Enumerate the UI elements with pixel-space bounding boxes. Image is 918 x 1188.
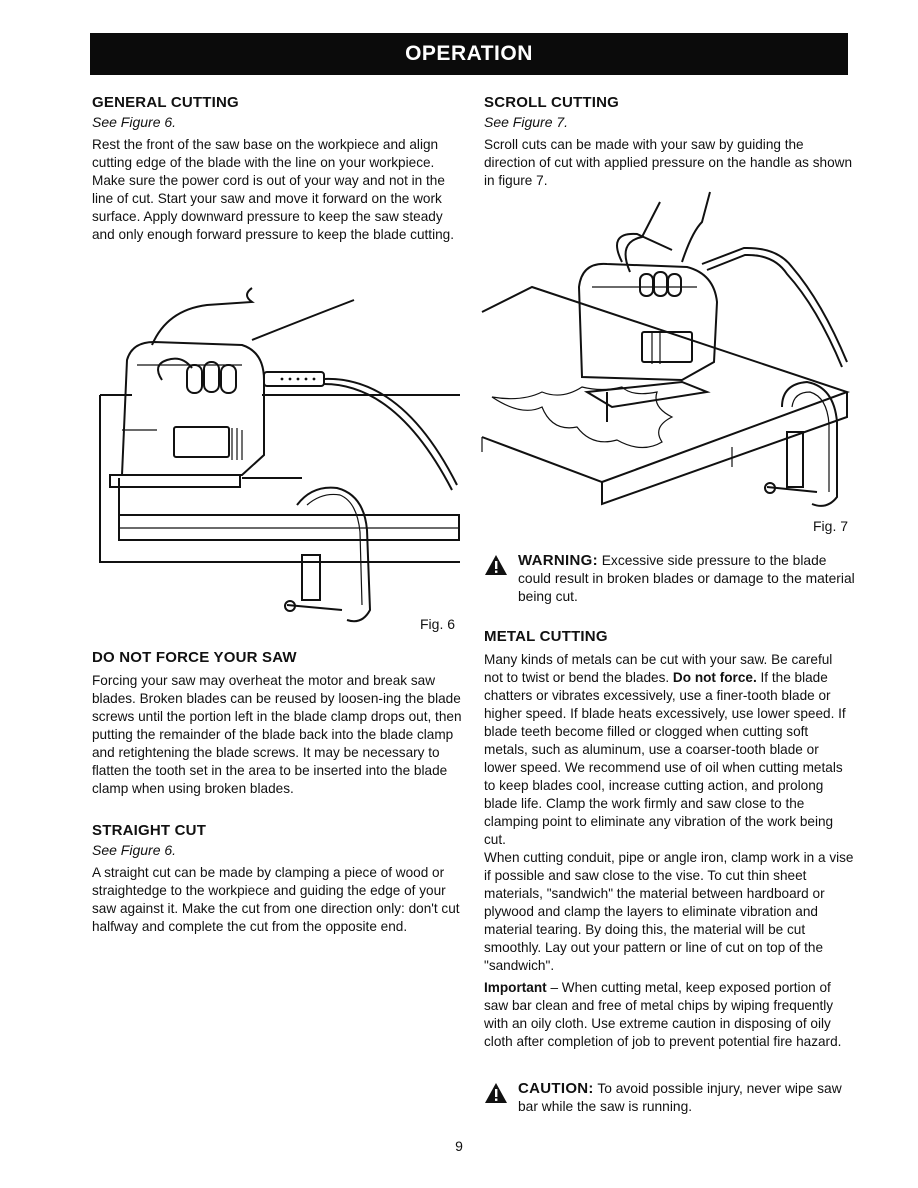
metal-cutting-paragraph-1: Many kinds of metals can be cut with you… — [484, 652, 846, 847]
warning-text: Excessive side pressure to the blade cou… — [518, 553, 855, 604]
straight-cut-body: A straight cut can be made by clamping a… — [92, 865, 460, 934]
force-body: Forcing your saw may overheat the motor … — [92, 673, 462, 796]
general-cutting-see-figure: See Figure 6. — [92, 114, 177, 130]
metal-cutting-paragraph-2: When cutting conduit, pipe or angle iron… — [484, 850, 854, 973]
general-cutting-body: Rest the front of the saw base on the wo… — [92, 137, 454, 242]
warning-label: WARNING: — [518, 552, 598, 569]
force-section: DO NOT FORCE YOUR SAW Forcing your saw m… — [92, 649, 462, 798]
caution-text: To avoid possible injury, never wipe saw… — [518, 1081, 842, 1114]
scroll-cutting-section: SCROLL CUTTING See Figure 7. Scroll cuts… — [484, 94, 854, 190]
section-header: OPERATION — [90, 33, 848, 75]
metal-cutting-section: METAL CUTTING Many kinds of metals can b… — [484, 628, 854, 1051]
caution-label: CAUTION: — [518, 1080, 594, 1097]
figure-6-illustration — [99, 287, 460, 623]
straight-cut-see-figure: See Figure 6. — [92, 842, 177, 858]
scroll-cutting-body: Scroll cuts can be made with your saw by… — [484, 137, 853, 188]
warning-triangle-icon — [485, 555, 507, 575]
figure-6-label: Fig. 6 — [420, 616, 456, 632]
scroll-cutting-heading: SCROLL CUTTING — [484, 94, 620, 111]
page-number: 9 — [455, 1138, 463, 1154]
caution-callout: CAUTION: To avoid possible injury, never… — [484, 1080, 856, 1116]
force-heading: DO NOT FORCE YOUR SAW — [92, 649, 297, 666]
metal-cutting-heading: METAL CUTTING — [484, 628, 608, 645]
caution-triangle-icon — [485, 1083, 507, 1103]
metal-cutting-important: Important – When cutting metal, keep exp… — [484, 980, 842, 1049]
figure-7-illustration — [481, 191, 851, 507]
straight-cut-heading: STRAIGHT CUT — [92, 822, 207, 839]
figure-7-label: Fig. 7 — [813, 518, 849, 534]
general-cutting-section: GENERAL CUTTING See Figure 6. Rest the f… — [92, 94, 462, 244]
warning-callout: WARNING: Excessive side pressure to the … — [484, 552, 856, 606]
scroll-cutting-see-figure: See Figure 7. — [484, 114, 569, 130]
general-cutting-heading: GENERAL CUTTING — [92, 94, 239, 111]
straight-cut-section: STRAIGHT CUT See Figure 6. A straight cu… — [92, 822, 462, 936]
